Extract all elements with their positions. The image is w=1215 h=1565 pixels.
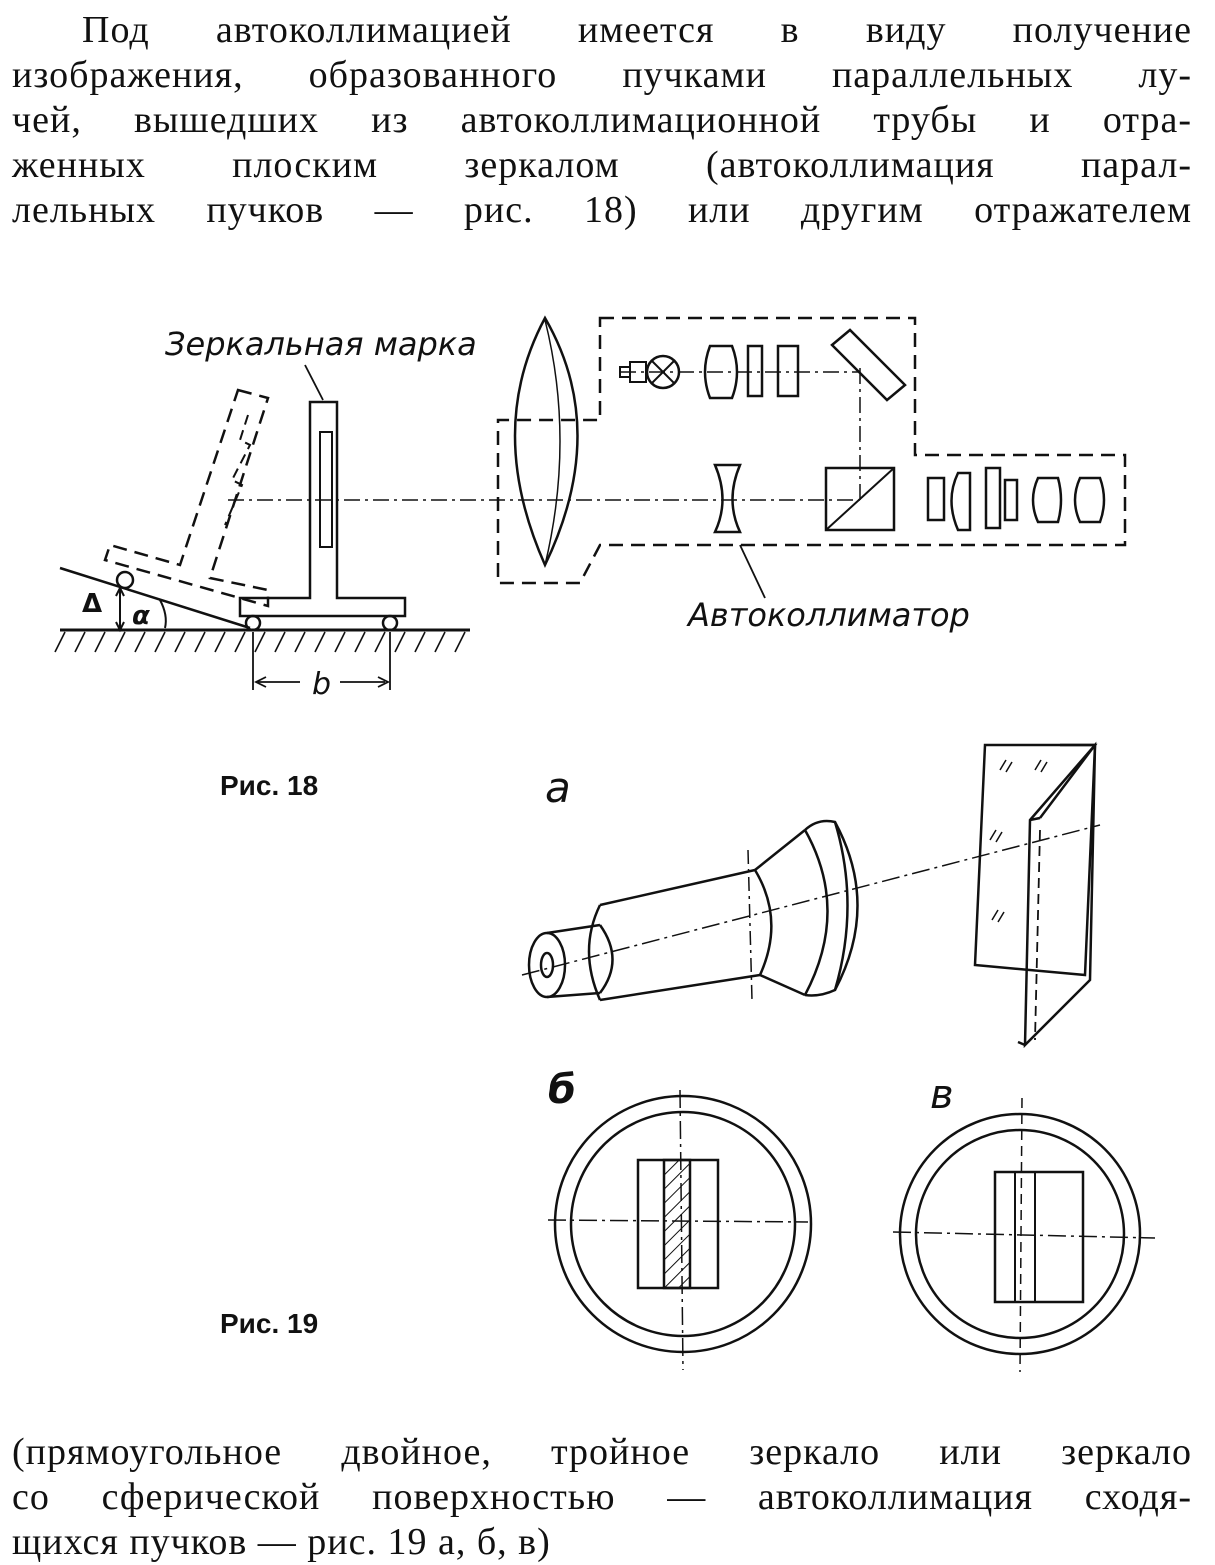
figure-19b-drawing [547,1089,813,1371]
label-delta: Δ [82,589,102,619]
diagonal-mirror [830,328,907,402]
slit-rect [993,1170,1085,1304]
wheel [244,614,262,632]
paragraph-line: лельных пучков — рис. 18) или другим отр… [12,189,1192,231]
label-alpha: α [132,601,150,631]
top-paragraph: Под автоколлимацией имеется в виду получ… [12,8,1192,233]
paragraph-line: женных плоским зеркалом (автоколлимация … [12,144,1192,186]
label-19b: б [548,1067,576,1113]
label-mirror-mark: Зеркальная марка [165,325,477,363]
figures-area: Зеркальная марка Автоколлиматор Δ α b [0,250,1215,1420]
mirror-panel [973,743,1097,977]
reticle-outer-ring [898,1112,1142,1356]
paragraph-line: изображения, образованного пучками парал… [12,54,1192,96]
incline-line [59,566,251,630]
filter [746,344,764,398]
filter [776,344,800,398]
beam-splitter [824,466,896,532]
mirror-mark-body [238,400,407,618]
figure-19a-drawing [521,741,1101,1049]
eyepiece-element [926,476,946,522]
alpha-arc [159,599,167,629]
label-b: b [312,667,331,702]
tilted-wheel [115,570,135,590]
figure-19-caption: Рис. 19 [220,1308,319,1339]
hatched-slit [662,1158,692,1290]
label-autocollimator: Автоколлиматор [686,596,970,634]
concave-lens [713,463,742,534]
tilted-mark-dashed [103,388,270,608]
bottom-paragraph: (прямоугольное двойное, тройное зеркало … [12,1430,1192,1565]
wheel [381,614,399,632]
paragraph-line: чей, вышедших из автоколлимационной труб… [12,99,1192,141]
figure-18-drawing [54,315,1127,690]
reticle-inner-ring [569,1110,797,1338]
paragraph-line: (прямоугольное двойное, тройное зеркало … [12,1431,1192,1473]
label-19a: а [545,763,571,812]
ground-hatching [54,631,466,653]
autocollimator-housing [496,316,1127,585]
paragraph-line: Под автоколлимацией имеется в виду получ… [82,9,1192,51]
figure-19v-drawing [892,1097,1156,1373]
paragraph-line: со сферической поверхностью — автоколлим… [12,1476,1192,1518]
label-19v: в [930,1072,954,1118]
figure-drawings: Зеркальная марка Автоколлиматор Δ α b [54,315,1156,1373]
paragraph-line: щихся пучков — рис. 19 а, б, в) [12,1521,551,1563]
condenser-lens [703,344,739,400]
mirror-rect [319,431,333,548]
figure-18-caption: Рис. 18 [220,770,319,801]
objective-lens [513,315,579,568]
